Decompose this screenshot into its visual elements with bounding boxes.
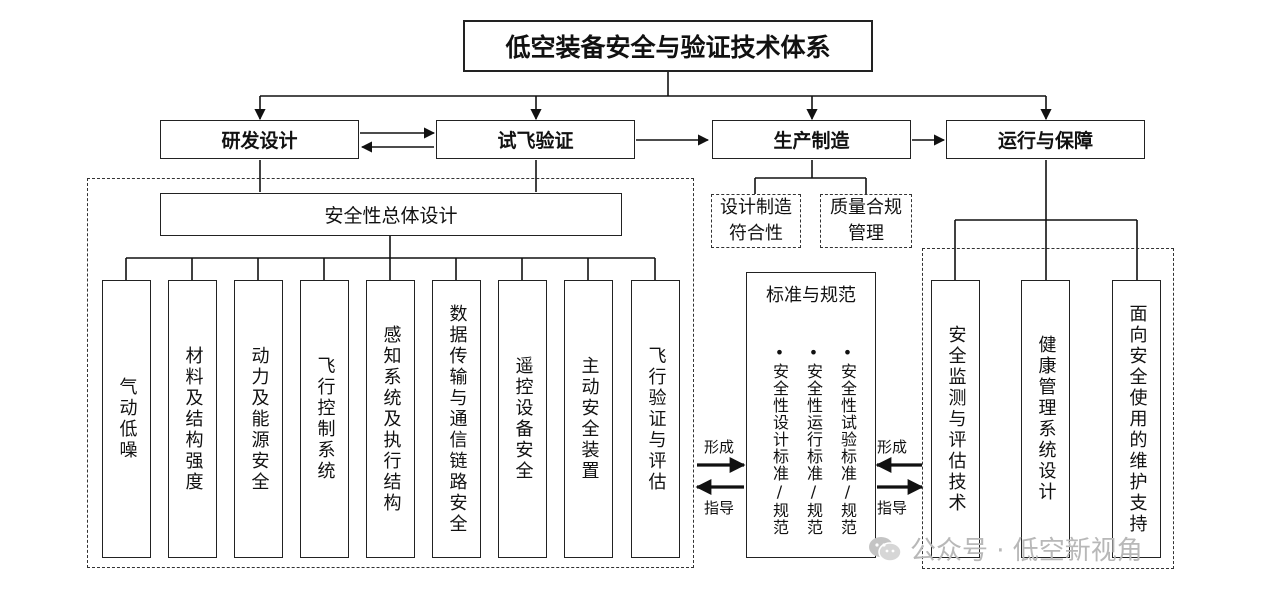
design-item: 数据传输与通信链路安全 [432,280,481,558]
conformity-line-1: 设计制造 [720,197,792,218]
standard-item: •安全性试验标准/规范 [838,343,857,536]
design-item: 气动低噪 [102,280,151,558]
form-label-left: 形成 [704,438,735,456]
operation-item: 面向安全使用的维护支持 [1112,280,1161,558]
standards-title: 标准与规范 [766,285,856,306]
watermark: 公众号 · 低空新视角 [868,530,1143,567]
design-item: 材料及结构强度 [168,280,217,558]
design-region [87,178,694,568]
operation-item: 健康管理系统设计 [1021,280,1070,558]
page-title: 低空装备安全与验证技术体系 [463,20,873,72]
standard-item: •安全性运行标准/规范 [804,343,823,536]
design-item: 主动安全装置 [564,280,613,558]
standard-item: •安全性设计标准/规范 [770,343,789,536]
design-manufacture-conformity: 设计制造 符合性 [711,194,801,248]
design-item: 动力及能源安全 [234,280,283,558]
design-item: 遥控设备安全 [498,280,547,558]
standards-panel: 标准与规范 •安全性设计标准/规范 •安全性运行标准/规范 •安全性试验标准/规… [746,272,876,558]
operation-item: 安全监测与评估技术 [931,280,980,558]
form-label-right: 形成 [877,438,908,456]
design-item: 飞行控制系统 [300,280,349,558]
stage-operation: 运行与保障 [946,120,1145,159]
wechat-icon [869,536,902,562]
quality-line-1: 质量合规 [830,197,902,218]
stage-flight-test: 试飞验证 [436,120,635,159]
design-item: 飞行验证与评估 [631,280,680,558]
quality-compliance-management: 质量合规 管理 [820,194,912,248]
operation-region [922,248,1174,569]
design-item: 感知系统及执行结构 [366,280,415,558]
guide-label-left: 指导 [704,499,735,517]
watermark-text: 公众号 · 低空新视角 [910,536,1143,566]
stage-rd-design: 研发设计 [160,120,359,159]
conformity-line-2: 符合性 [729,223,783,244]
stage-production: 生产制造 [712,120,911,159]
guide-label-right: 指导 [877,499,908,517]
overall-safety-design: 安全性总体设计 [160,193,622,236]
quality-line-2: 管理 [848,223,884,244]
